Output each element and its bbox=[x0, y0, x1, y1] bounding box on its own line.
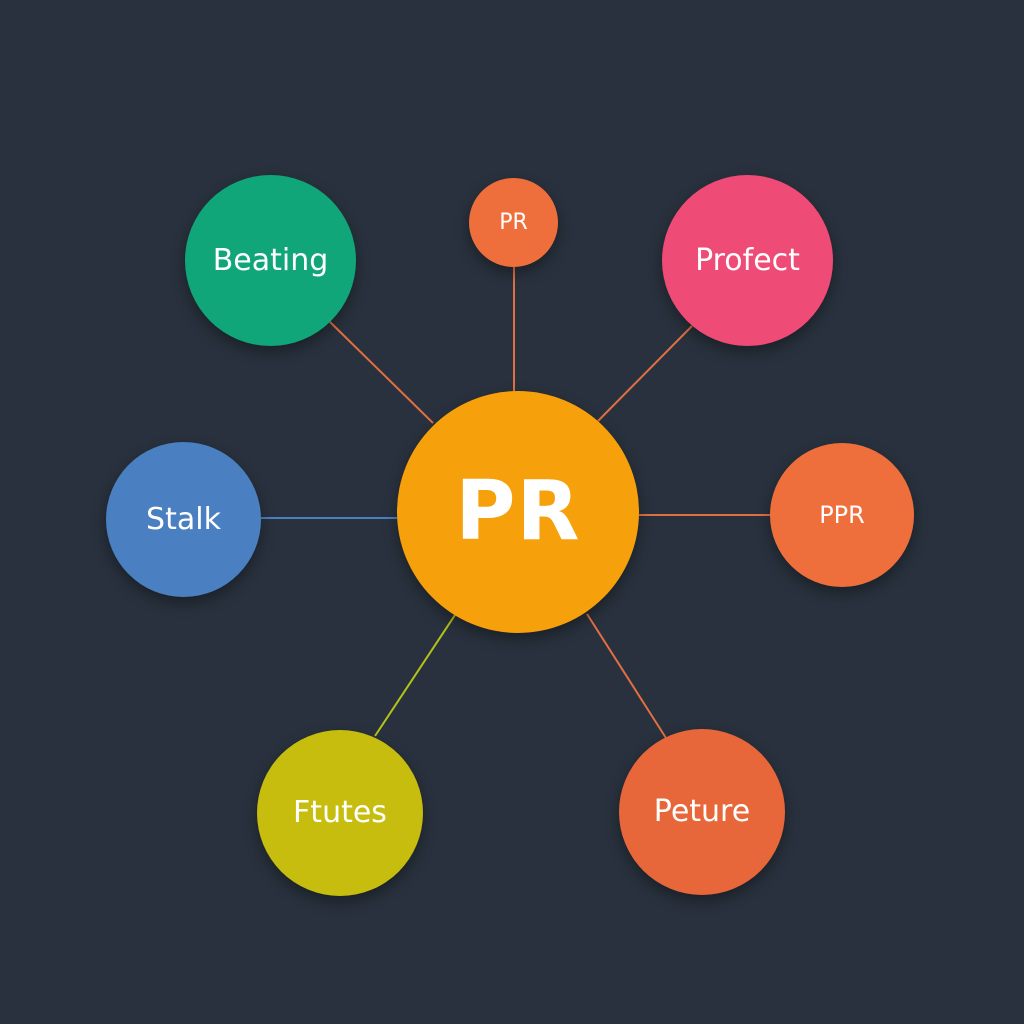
node-pr-top-label: PR bbox=[499, 209, 528, 235]
central-node-pr[interactable]: PR bbox=[397, 391, 639, 633]
node-stalk-label: Stalk bbox=[146, 501, 221, 537]
node-pr-top[interactable]: PR bbox=[469, 178, 558, 267]
node-peture-label: Peture bbox=[653, 794, 751, 829]
node-stalk[interactable]: Stalk bbox=[106, 442, 261, 597]
connector-line-beating bbox=[329, 321, 434, 424]
central-node-label: PR bbox=[455, 464, 581, 559]
node-profect[interactable]: Profect bbox=[662, 175, 833, 346]
node-ppr[interactable]: PPR bbox=[770, 443, 914, 587]
node-beating-label: Beating bbox=[212, 242, 329, 278]
node-beating[interactable]: Beating bbox=[185, 175, 356, 346]
connector-line-profect bbox=[597, 325, 693, 422]
connector-line-ftutes bbox=[374, 614, 456, 737]
connector-line-peture bbox=[586, 613, 667, 739]
node-profect-label: Profect bbox=[695, 242, 800, 278]
node-peture[interactable]: Peture bbox=[619, 729, 785, 895]
node-ppr-label: PPR bbox=[819, 501, 865, 529]
node-ftutes-label: Ftutes bbox=[293, 795, 387, 830]
node-ftutes[interactable]: Ftutes bbox=[257, 730, 423, 896]
